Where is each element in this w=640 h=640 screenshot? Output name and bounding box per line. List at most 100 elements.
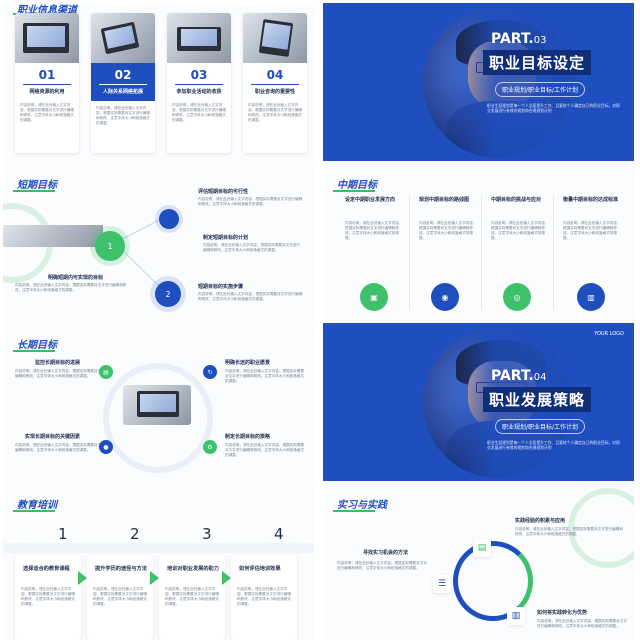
laptop-photo — [123, 385, 191, 425]
arrow-right-icon — [150, 571, 159, 585]
step-number: 1 — [58, 525, 68, 543]
step-desc: 内容说明，请在此处输入文字内容，根据实际需要对文字进行编辑和修改，注意字体大小和… — [237, 587, 291, 606]
slide-title: 短期目标 — [17, 180, 57, 191]
part-title: 职业发展策略 — [483, 387, 592, 412]
card-number: 02 — [114, 68, 132, 82]
long-goal-label: 实现长期目标的关键因素 — [25, 434, 81, 440]
practice-label: 寻找实习机会的方法 — [363, 550, 409, 556]
overlay — [323, 3, 634, 161]
mid-goal-label: 设定中期职业发展方向 — [345, 197, 396, 203]
gear-icon: ⚙ — [203, 440, 217, 454]
goal-item-desc: 内容说明，请在此处输入文字内容，根据实际需要对文字进行编辑和修改，注意字体大小和… — [203, 243, 301, 252]
step-number: 3 — [202, 525, 212, 543]
chat-icon: ▣ — [360, 283, 388, 311]
step-label: 如何评估培训效果 — [239, 566, 281, 572]
mid-goal-desc: 内容说明，请在此处输入文字内容，根据实际需要对文字进行编辑和修改，注意字体大小和… — [419, 221, 477, 240]
practice-desc: 内容说明，请在此处输入文字内容，根据实际需要对文字进行编辑和修改，注意字体大小和… — [337, 561, 427, 570]
slide-title: 教育培训 — [17, 500, 57, 511]
goal-item-desc: 内容说明，请在此处输入文字内容，根据实际需要对文字进行编辑和修改，注意字体大小和… — [15, 283, 127, 292]
channel-card-1[interactable]: 01 网络资源的利用 内容说明，请在此处输入文字内容，根据实际需要对文字进行编辑… — [15, 13, 79, 153]
card-divider — [23, 84, 71, 85]
arrow-right-icon — [78, 571, 87, 585]
slide-part04-cover[interactable]: YOUR LOGO PART.04 职业发展策略 职业规划/职业目标/工作计划 … — [323, 323, 634, 481]
step-desc: 内容说明，请在此处输入文字内容，根据实际需要对文字进行编辑和修改，注意字体大小和… — [21, 587, 75, 606]
card-desc: 内容说明，请在此处输入文字内容，根据实际需要对文字进行编辑和修改，注意字体大小和… — [96, 106, 150, 125]
card-divider — [175, 84, 223, 85]
slide-long-term-goals[interactable]: 长期目标 监控长期目标的进展 内容说明，请在此处输入文字内容，根据实际需要对文字… — [3, 323, 314, 481]
mid-goal-desc: 内容说明，请在此处输入文字内容，根据实际需要对文字进行编辑和修改，注意字体大小和… — [491, 221, 549, 240]
slide-career-info-channels[interactable]: 职业信息渠道 01 网络资源的利用 内容说明，请在此处输入文字内容，根据实际需要… — [3, 3, 314, 161]
title-underline — [13, 510, 55, 512]
slide-part03-cover[interactable]: PART.03 职业目标设定 职业规划/职业目标/工作计划 职业生涯规划是每一个… — [323, 3, 634, 161]
column-divider — [409, 195, 410, 310]
title-underline — [13, 190, 55, 192]
laptop-icon — [23, 23, 69, 53]
card-photo — [243, 13, 307, 63]
title-underline — [333, 190, 375, 192]
slide-mid-term-goals[interactable]: 中期目标 设定中期职业发展方向 内容说明，请在此处输入文字内容，根据实际需要对文… — [323, 163, 634, 321]
slide-title: 实习与实践 — [337, 500, 387, 511]
laptop-icon — [137, 391, 179, 417]
chart-icon: ▥ — [577, 283, 605, 311]
card-photo — [15, 13, 79, 63]
goal-item-desc: 内容说明，请在此处输入文字内容，根据实际需要对文字进行编辑和修改，注意字体大小和… — [198, 292, 303, 301]
part-title: 职业目标设定 — [483, 50, 592, 75]
goal-item-label: 明确短期内可实现的目标 — [48, 275, 104, 281]
column-divider — [481, 195, 482, 310]
step-desc: 内容说明，请在此处输入文字内容，根据实际需要对文字进行编辑和修改，注意字体大小和… — [165, 587, 219, 606]
goal-item-desc: 内容说明，请在此处输入文字内容，根据实际需要对文字进行编辑和修改，注意字体大小和… — [198, 197, 303, 206]
refresh-icon: ↻ — [203, 365, 217, 379]
card-label: 人际关系网络拓展 — [102, 89, 143, 95]
part-subtitle: 职业规划/职业目标/工作计划 — [495, 419, 586, 434]
card-highlight — [91, 63, 155, 101]
channel-card-2[interactable]: 02 人际关系网络拓展 内容说明，请在此处输入文字内容，根据实际需要对文字进行编… — [91, 13, 155, 153]
step-number: 2 — [130, 525, 140, 543]
mid-goal-desc: 内容说明，请在此处输入文字内容，根据实际需要对文字进行编辑和修改，注意字体大小和… — [563, 221, 621, 240]
long-goal-label: 明确长远的职业愿景 — [225, 360, 271, 366]
long-goal-desc: 内容说明，请在此处输入文字内容，根据实际需要对文字进行编辑和修改，注意字体大小和… — [225, 443, 305, 457]
step-number: 4 — [274, 525, 284, 543]
band — [3, 543, 314, 553]
step-card-2[interactable] — [87, 555, 153, 640]
slide-internship-practice[interactable]: 实习与实践 ▤ ☰ ▥ 实践经验的积累与应用 内容说明，请在此处输入文字内容，根… — [323, 483, 634, 640]
card-desc: 内容说明，请在此处输入文字内容，根据实际需要对文字进行编辑和修改，注意字体大小和… — [248, 103, 302, 122]
card-photo — [167, 13, 231, 63]
step-card-4[interactable] — [231, 555, 297, 640]
step-node-1: 1 — [95, 231, 125, 261]
channel-card-4[interactable]: 04 职业咨询的重要性 内容说明，请在此处输入文字内容，根据实际需要对文字进行编… — [243, 13, 307, 153]
document-icon: ▤ — [473, 539, 491, 557]
logo-text: YOUR LOGO — [594, 331, 624, 337]
step-label: 选择适合的教育课程 — [23, 566, 70, 572]
card-number: 01 — [38, 68, 56, 82]
step-label: 培训对职业发展的助力 — [167, 566, 219, 572]
tablet-icon — [100, 21, 140, 55]
cycle-ring — [453, 541, 533, 621]
long-goal-desc: 内容说明，请在此处输入文字内容，根据实际需要对文字进行编辑和修改，注意字体大小和… — [225, 369, 305, 383]
card-label: 职业咨询的重要性 — [254, 89, 295, 95]
slide-title: 职业信息渠道 — [17, 5, 77, 16]
practice-desc: 内容说明，请在此处输入文字内容，根据实际需要对文字进行编辑和修改，注意字体大小和… — [515, 527, 623, 536]
long-goal-desc: 内容说明，请在此处输入文字内容，根据实际需要对文字进行编辑和修改，注意字体大小和… — [15, 443, 113, 452]
user-icon: ● — [99, 440, 113, 454]
card-number: 04 — [266, 68, 284, 82]
step-card-3[interactable] — [159, 555, 225, 640]
channel-card-3[interactable]: 03 参加职业活动的收获 内容说明，请在此处输入文字内容，根据实际需要对文字进行… — [167, 13, 231, 153]
mid-goal-label: 规划中期目标的路线图 — [419, 197, 470, 203]
title-underline — [13, 350, 55, 352]
step-card-1[interactable] — [15, 555, 81, 640]
card-label: 参加职业活动的收获 — [176, 89, 222, 95]
part-subtitle: 职业规划/职业目标/工作计划 — [495, 82, 586, 97]
slide-short-term-goals[interactable]: 短期目标 1 2 评估短期目标的可行性 内容说明，请在此处输入文字内容，根据实际… — [3, 163, 314, 321]
card-desc: 内容说明，请在此处输入文字内容，根据实际需要对文字进行编辑和修改，注意字体大小和… — [172, 103, 226, 122]
deco-ring — [103, 363, 213, 473]
mid-goal-label: 衡量中期目标的达成标准 — [563, 197, 619, 203]
arrow-right-icon — [222, 571, 231, 585]
slide-title: 中期目标 — [337, 180, 377, 191]
practice-label: 如何将实践转化为优势 — [537, 610, 588, 616]
node-small — [159, 209, 179, 229]
monitor-icon: ▤ — [99, 365, 113, 379]
column-divider — [553, 195, 554, 310]
monitor-icon — [177, 27, 221, 51]
slide-education-training[interactable]: 教育培训 1 2 3 4 选择适合的教育课程 提升学历的途径与方法 培训对职业发… — [3, 483, 314, 640]
mid-goal-desc: 内容说明，请在此处输入文字内容，根据实际需要对文字进行编辑和修改，注意字体大小和… — [345, 221, 403, 240]
